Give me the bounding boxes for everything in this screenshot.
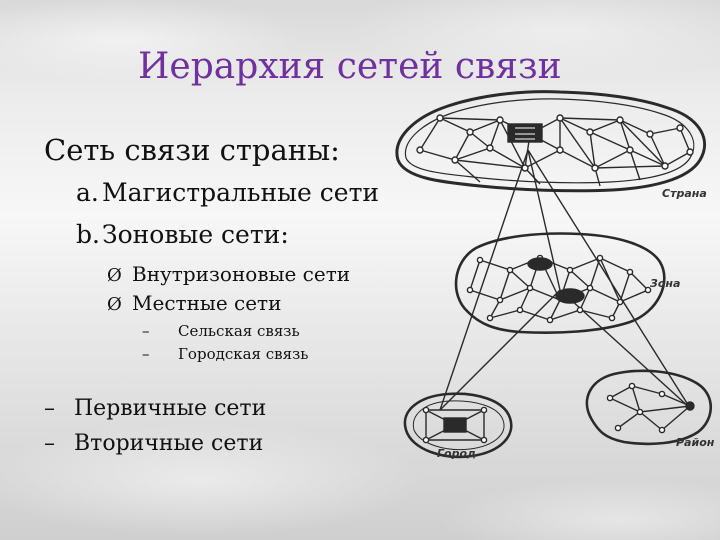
list-marker: a. <box>76 178 99 207</box>
country-boundary-inner <box>404 98 695 184</box>
label-zone: Зона <box>650 277 680 290</box>
hierarchy-link <box>439 289 561 411</box>
list-item-text: Городская связь <box>178 345 309 363</box>
list-item-zone-networks: b.Зоновые сети: <box>76 220 289 249</box>
country-boundary <box>395 90 706 193</box>
dash-bullet: – <box>44 431 55 456</box>
list-item-urban-communication: – Городская связь <box>142 345 308 363</box>
district-mesh <box>609 385 691 431</box>
label-country: Страна <box>662 187 707 200</box>
list-item-text: Первичные сети <box>74 396 267 421</box>
city-boundary <box>403 392 513 459</box>
zone-hub <box>555 288 585 304</box>
zone-network <box>454 232 666 334</box>
list-item-text: Вторичные сети <box>74 431 264 456</box>
zone-hub <box>527 257 553 271</box>
list-item-text: Магистральные сети <box>102 178 380 207</box>
arrow-bullet-icon: Ø <box>107 294 122 315</box>
zone-boundary <box>454 232 666 334</box>
dash-bullet: – <box>142 322 150 340</box>
city-network <box>403 392 513 459</box>
hierarchy-link <box>439 149 529 411</box>
dash-bullet: – <box>142 345 150 363</box>
city-hub <box>443 417 467 433</box>
list-item-text: Внутризоновые сети <box>132 262 351 286</box>
city-boundary-inner <box>412 400 505 451</box>
slide-title: Иерархия сетей связи <box>138 46 562 87</box>
list-item-rural-communication: – Сельская связь <box>142 322 300 340</box>
heading-country-network: Сеть связи страны: <box>44 133 340 167</box>
list-item-primary-networks: –Первичные сети <box>44 396 266 421</box>
district-hub <box>685 401 695 411</box>
list-item-intrazone-networks: Ø Внутризоновые сети <box>107 262 350 286</box>
zone-mesh <box>469 257 649 321</box>
district-network <box>585 369 712 446</box>
list-item-trunk-networks: a.Магистральные сети <box>76 178 379 207</box>
list-item-local-networks: Ø Местные сети <box>107 291 281 315</box>
arrow-bullet-icon: Ø <box>107 265 122 286</box>
list-item-text: Сельская связь <box>178 322 300 340</box>
hierarchy-link <box>527 149 561 291</box>
list-item-text: Местные сети <box>132 291 282 315</box>
list-item-text: Зоновые сети: <box>102 220 289 249</box>
list-item-secondary-networks: –Вторичные сети <box>44 431 263 456</box>
list-marker: b. <box>76 220 100 249</box>
dash-bullet: – <box>44 396 55 421</box>
label-city: Город <box>437 447 476 460</box>
district-boundary <box>585 369 712 446</box>
country-network <box>395 90 706 193</box>
label-district: Район <box>676 436 715 449</box>
